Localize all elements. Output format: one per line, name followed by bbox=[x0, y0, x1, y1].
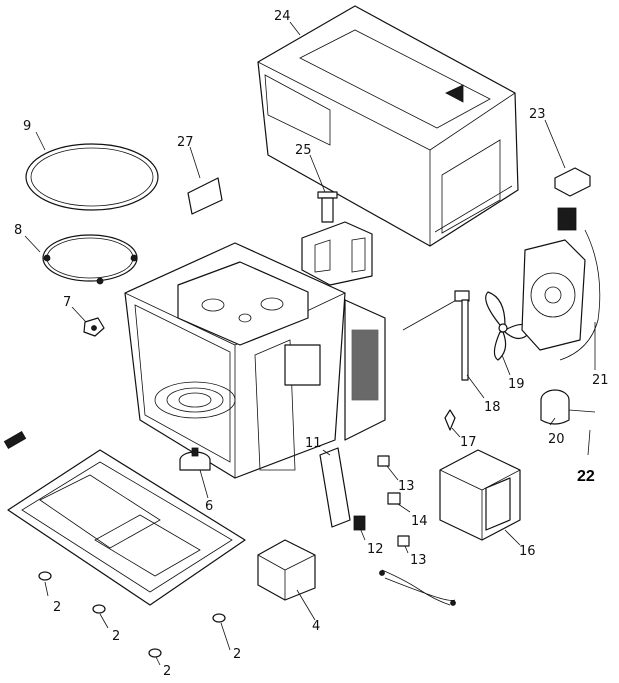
base-plate bbox=[3, 430, 246, 606]
main-oven-cavity bbox=[124, 242, 386, 479]
callout-2-d: 2 bbox=[163, 664, 171, 679]
callout-14: 14 bbox=[411, 514, 428, 529]
part-19-fan-blade bbox=[485, 291, 531, 361]
callout-23: 23 bbox=[529, 107, 546, 122]
callout-2-c: 2 bbox=[233, 647, 241, 662]
part-25-stirrer-assembly bbox=[301, 191, 373, 286]
callout-19: 19 bbox=[508, 377, 525, 392]
part-7-coupler bbox=[83, 317, 105, 337]
part-8-roller-ring bbox=[42, 234, 138, 285]
part-12-switch bbox=[353, 515, 366, 531]
callout-18: 18 bbox=[484, 400, 501, 415]
part-14-switch bbox=[387, 492, 401, 505]
callout-25: 25 bbox=[295, 143, 312, 158]
callout-13-upper: 13 bbox=[398, 479, 415, 494]
part-6-turntable-motor bbox=[179, 447, 211, 471]
callout-8: 8 bbox=[14, 223, 22, 238]
callout-24: 24 bbox=[274, 9, 291, 24]
part-11-control-board bbox=[319, 447, 351, 528]
callout-2-b: 2 bbox=[112, 629, 120, 644]
callout-13-lower: 13 bbox=[410, 553, 427, 568]
part-18-rod bbox=[402, 290, 470, 381]
callout-7: 7 bbox=[63, 295, 71, 310]
part-22-terminal bbox=[557, 207, 577, 231]
part-21-fan-bracket bbox=[521, 229, 601, 361]
part-23-fuse-holder bbox=[554, 167, 591, 197]
callout-9: 9 bbox=[23, 119, 31, 134]
callout-labels: 24 9 27 25 23 8 7 11 6 17 18 19 20 21 22… bbox=[14, 9, 609, 679]
callout-12: 12 bbox=[367, 542, 384, 557]
part-2-feet bbox=[38, 571, 226, 658]
part-20-capacitor bbox=[540, 389, 596, 425]
callout-4: 4 bbox=[312, 619, 320, 634]
callout-6: 6 bbox=[205, 499, 213, 514]
callout-11: 11 bbox=[305, 436, 322, 451]
wire-harness bbox=[379, 569, 456, 606]
part-13-switches bbox=[377, 455, 410, 547]
callout-20: 20 bbox=[548, 432, 565, 447]
callout-16: 16 bbox=[519, 544, 536, 559]
callout-17: 17 bbox=[460, 435, 477, 450]
callout-22: 22 bbox=[577, 468, 595, 485]
part-9-turntable-tray bbox=[25, 143, 159, 211]
callout-2-a: 2 bbox=[53, 600, 61, 615]
callout-21: 21 bbox=[592, 373, 609, 388]
leader-lines bbox=[24, 21, 596, 666]
part-17-lamp bbox=[444, 409, 456, 431]
part-4-transformer bbox=[257, 539, 316, 601]
part-27-mica-cover bbox=[187, 177, 223, 215]
part-16-magnetron bbox=[439, 449, 521, 541]
callout-27: 27 bbox=[177, 135, 194, 150]
part-24-outer-cabinet bbox=[257, 5, 519, 247]
